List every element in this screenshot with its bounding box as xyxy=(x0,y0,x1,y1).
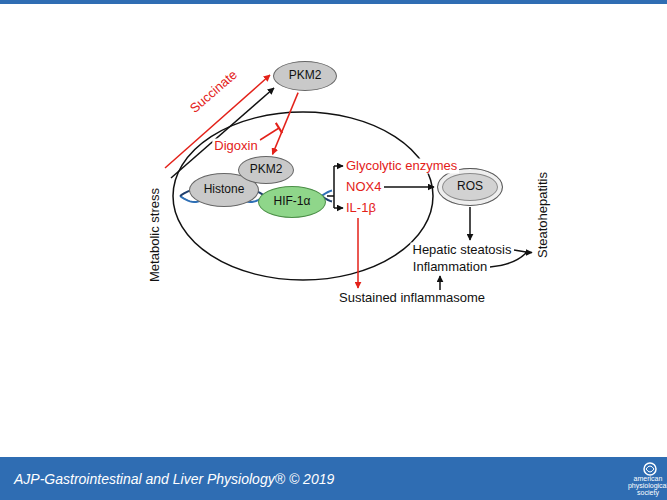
il1b-arrow xyxy=(357,218,359,288)
target-bracket xyxy=(327,166,334,208)
node-text: PKM2 xyxy=(289,69,322,82)
disease-label: Steatohepatitis xyxy=(536,170,551,260)
society-logo xyxy=(646,466,654,472)
inhibition-line xyxy=(260,128,279,140)
nox4-arrow xyxy=(384,186,434,188)
drug-label: Digoxin xyxy=(212,139,259,154)
gene-label: Glycolytic enzymes xyxy=(344,159,459,174)
journal-credit: AJP-Gastrointestinal and Liver Physiolog… xyxy=(12,471,336,487)
society-logo xyxy=(644,463,656,475)
metabolite-label: Succinate xyxy=(186,66,242,117)
target-arrow xyxy=(334,165,343,167)
protein-oval: PKM2 xyxy=(273,61,337,91)
node-text: Histone xyxy=(204,183,245,196)
stress-label: Metabolic stress xyxy=(148,186,163,284)
node-text: PKM2 xyxy=(250,163,283,176)
merge-arrow xyxy=(525,252,532,254)
mitochondrion: ROS xyxy=(437,168,503,206)
nucleus-outline xyxy=(173,112,433,280)
target-arrow xyxy=(334,207,343,209)
node-text: HIF-1α xyxy=(274,195,311,208)
translocation-arrow xyxy=(273,93,299,155)
top-bar xyxy=(0,0,667,4)
outcome-label: Inflammation xyxy=(411,260,489,275)
protein-oval: PKM2 xyxy=(238,156,294,184)
footer-band xyxy=(0,457,667,500)
ros-arrow xyxy=(469,207,471,240)
outcome-label: Sustained inflammasome xyxy=(337,291,487,306)
inflammasome-arrow xyxy=(439,276,441,290)
society-name: american physiological society xyxy=(626,475,667,496)
gene-label: IL-1β xyxy=(344,201,378,216)
gene-label: NOX4 xyxy=(344,180,383,195)
node-text: ROS xyxy=(457,180,483,193)
hif-oval: HIF-1α xyxy=(258,186,326,218)
outcome-label: Hepatic steatosis xyxy=(411,243,514,258)
